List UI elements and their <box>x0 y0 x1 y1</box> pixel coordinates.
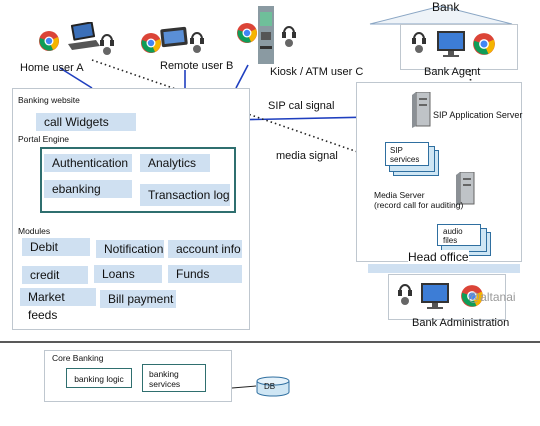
chrome-icon <box>38 30 60 57</box>
laptop-icon <box>66 21 102 55</box>
chrome-icon <box>236 22 258 49</box>
notification-module[interactable]: Notification <box>96 240 164 258</box>
watermark: @altanai <box>468 290 516 304</box>
headset-icon <box>100 32 114 63</box>
transaction-log-module[interactable]: Transaction log <box>140 184 230 206</box>
media-server-line-1: Media Server <box>374 190 425 200</box>
server-icon <box>456 171 476 211</box>
bank-admin-label: Bank Administration <box>412 317 510 329</box>
chrome-icon <box>472 32 496 61</box>
audio-files-doc: audio files <box>437 224 481 246</box>
debit-module[interactable]: Debit <box>22 238 90 256</box>
sip-services-doc: SIP services <box>385 142 429 166</box>
server-icon <box>412 91 432 133</box>
credit-module[interactable]: credit <box>22 266 88 284</box>
media-server-label: Media Server (record call for auditing) <box>374 190 463 210</box>
home-user-link <box>59 67 93 89</box>
analytics-module[interactable]: Analytics <box>140 154 210 172</box>
banking-website-title: Banking website <box>18 95 80 105</box>
loans-module[interactable]: Loans <box>94 265 162 283</box>
kiosk-user-link <box>235 64 249 89</box>
sip-app-server-label: SIP Application Server <box>433 110 523 120</box>
banking-services-line-2: services <box>149 379 181 389</box>
head-office-label: Head office <box>408 250 469 264</box>
headset-icon <box>190 30 204 61</box>
kiosk-icon <box>256 6 276 69</box>
headset-icon <box>412 30 426 61</box>
portal-engine-title: Portal Engine <box>18 134 70 144</box>
headset-icon <box>282 24 296 55</box>
sip-services-line-2: services <box>390 155 420 164</box>
admin-bar <box>368 264 520 273</box>
portal-engine-frame <box>40 147 236 213</box>
db-link <box>231 385 257 389</box>
banking-logic-box: banking logic <box>66 368 132 388</box>
db-label: DB <box>264 382 276 391</box>
audio-files-line-2: files <box>443 236 458 245</box>
call-widgets-button[interactable]: call Widgets <box>36 113 136 131</box>
funds-module[interactable]: Funds <box>168 265 242 283</box>
sip-signal-label: SIP cal signal <box>268 100 335 112</box>
market-feeds-module[interactable]: Market feeds <box>20 288 96 322</box>
modules-title: Modules <box>18 226 51 236</box>
banking-services-line-1: banking <box>149 369 179 379</box>
audio-files-line-1: audio <box>443 227 463 236</box>
tablet-icon <box>160 26 190 55</box>
database-icon <box>256 376 290 397</box>
media-signal-label: media signal <box>276 150 338 162</box>
headset-icon <box>398 282 412 313</box>
chrome-icon <box>460 284 484 313</box>
monitor-icon <box>436 30 466 63</box>
kiosk-user-label: Kiosk / ATM user C <box>270 66 364 78</box>
bank-title: Bank <box>432 0 460 14</box>
bill-payment-module[interactable]: Bill payment <box>100 290 176 308</box>
home-user-label: Home user A <box>20 62 84 74</box>
core-banking-title: Core Banking <box>52 353 104 363</box>
ebanking-module[interactable]: ebanking <box>44 180 132 198</box>
monitor-icon <box>420 282 450 315</box>
banking-services-box: banking services <box>142 364 206 392</box>
bank-agent-label: Bank Agent <box>424 66 481 78</box>
chrome-icon <box>140 32 162 59</box>
remote-user-label: Remote user B <box>160 60 234 72</box>
sip-services-line-1: SIP <box>390 146 403 155</box>
authentication-module[interactable]: Authentication <box>44 154 132 172</box>
media-server-line-2: (record call for auditing) <box>374 200 464 210</box>
account-info-module[interactable]: account info <box>168 240 242 258</box>
